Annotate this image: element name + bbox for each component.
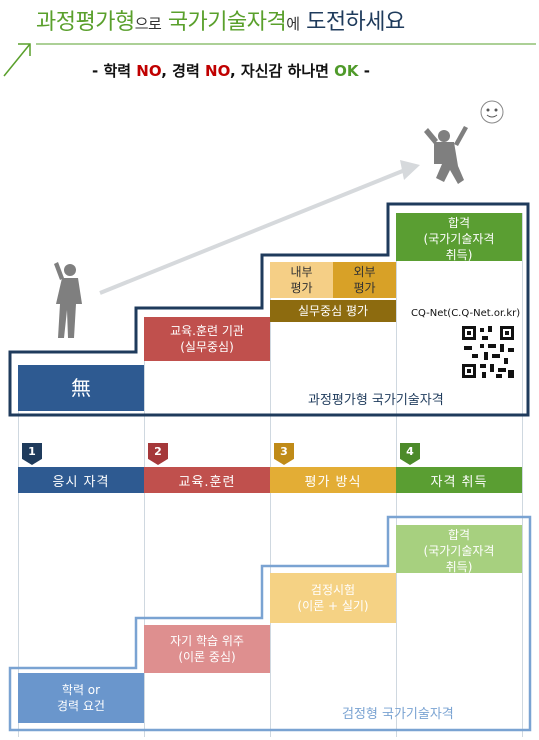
bottom-diagram-label: 검정형 국가기술자격 [342,707,454,722]
subtitle-no-1: NO [136,62,162,80]
subtitle-mid-1: , 경력 [161,62,206,80]
title-part2: 으로 [134,15,162,33]
subtitle-mid-2: , 자신감 하나면 [230,62,335,80]
exam-box: 검정시험 (이론 + 실기) [270,573,396,623]
cq-net-url[interactable]: CQ-Net(C.Q-Net.or.kr) [411,308,521,319]
title-part4: 에 [286,15,300,33]
title-underline [3,43,536,77]
category-acquisition: 자격 취득 [396,467,522,493]
column-divider [18,365,19,737]
title-part3: 국가기술자격 [167,10,287,35]
column-divider [270,262,271,737]
external-eval-box: 외부 평가 [333,262,396,298]
step-1-marker: 1 [22,443,42,465]
column-divider [522,213,523,737]
qr-code-icon [460,324,516,380]
subtitle-prefix: - 학력 [92,62,137,80]
step-4-marker: 4 [400,443,420,465]
subtitle: - 학력 NO, 경력 NO, 자신감 하나면 OK - [92,60,370,81]
subtitle-suffix: - [358,62,370,80]
no-requirement-box: 無 [18,365,144,411]
bottom-staircase-outline [8,515,532,732]
person-jumping-icon [424,126,468,184]
category-assessment: 평가 방식 [270,467,396,493]
column-divider [144,320,145,737]
person-standing-icon [54,262,82,338]
internal-eval-box: 내부 평가 [270,262,333,298]
training-institution-box: 교육.훈련 기관 (실무중심) [144,317,270,361]
top-staircase-outline [8,100,530,417]
category-training: 교육.훈련 [144,467,270,493]
title-part5: 도전하세요 [306,10,405,35]
step-2-marker: 2 [148,443,168,465]
subtitle-ok: OK [334,62,359,80]
pass-box-bottom: 합격 (국가기술자격 취득) [396,525,522,573]
mascot-icon [480,100,504,124]
requirement-box: 학력 or 경력 요건 [18,673,144,723]
practical-eval-box: 실무중심 평가 [270,300,396,322]
category-eligibility: 응시 자격 [18,467,144,493]
subtitle-no-2: NO [205,62,230,80]
self-study-box: 자기 학습 위주 (이론 중심) [144,625,270,673]
page-title: 과정평가형으로 국가기술자격에 도전하세요 [36,4,405,36]
pass-box-top: 합격 (국가기술자격 취득) [396,213,522,261]
title-part1: 과정평가형 [36,10,135,35]
top-diagram-label: 과정평가형 국가기술자격 [308,393,444,408]
step-3-marker: 3 [274,443,294,465]
